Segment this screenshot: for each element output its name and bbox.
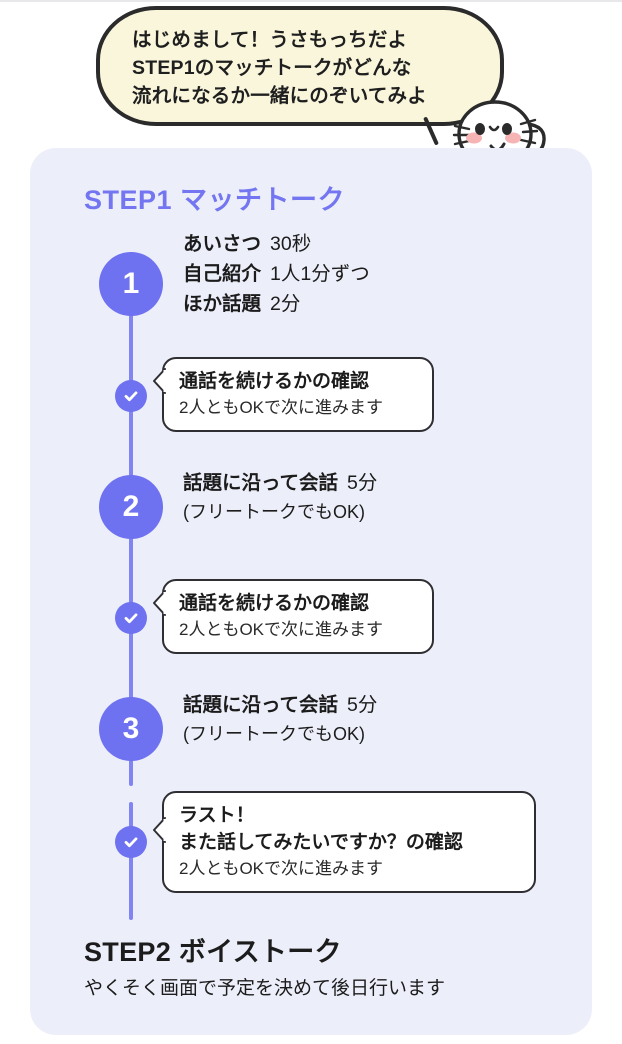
check-node-1[interactable] [115,380,147,412]
step-1-row-2-value: 2分 [270,293,301,315]
card-pointer-3 [152,817,167,843]
timeline-spine-2 [129,530,133,786]
step-1-row-2-label: ほか話題 [183,293,262,315]
step-1-row-1: 自己紹介 1人1分ずつ [183,259,370,289]
confirm-card-2: 通話を続けるかの確認 2人ともOKで次に進みます [153,579,434,654]
step-3-note: (フリートークでもOK) [183,724,365,744]
speech-bubble: はじめまして！うさもっちだよ STEP1のマッチトークがどんな 流れになるか一緒… [96,6,504,146]
step-2-row-0: 話題に沿って会話 5分 [183,468,377,498]
confirm-card-2-sub: 2人ともOKで次に進みます [179,620,384,639]
card-pointer-1 [152,368,167,394]
confirm-card-2-title: 通話を続けるかの確認 [179,593,370,614]
top-divider [0,0,622,2]
step-1-row-1-value: 1人1分ずつ [270,263,370,285]
step-2-row-0-value: 5分 [347,472,378,494]
step-2-details: 話題に沿って会話 5分 (フリートークでもOK) [183,468,377,526]
step2-title: STEP2 ボイストーク [84,937,342,967]
confirm-card-1-title: 通話を続けるかの確認 [179,371,370,392]
check-node-3[interactable] [115,826,147,858]
timeline-node-3[interactable]: 3 [99,697,163,761]
confirm-card-3: ラスト！ また話してみたいですか？の確認 2人ともOKで次に進みます [153,791,536,893]
step-1-row-0: あいさつ 30秒 [183,229,370,259]
step-3-details: 話題に沿って会話 5分 (フリートークでもOK) [183,690,377,748]
confirm-card-1-sub: 2人ともOKで次に進みます [179,398,384,417]
step1-title: STEP1 マッチトーク [84,185,346,215]
step-3-row-0-value: 5分 [347,694,378,716]
timeline-node-2[interactable]: 2 [99,475,163,539]
timeline-node-1[interactable]: 1 [99,252,163,316]
step-1-row-2: ほか話題 2分 [183,289,370,319]
check-icon [124,837,138,848]
step-3-row-0-label: 話題に沿って会話 [183,694,339,716]
check-node-2[interactable] [115,602,147,634]
step2-subtitle: やくそく画面で予定を決めて後日行います [84,978,446,999]
speech-bubble-body [96,6,504,126]
confirm-card-1: 通話を続けるかの確認 2人ともOKで次に進みます [153,357,434,432]
step-1-row-1-label: 自己紹介 [183,263,262,285]
confirm-card-3-sub: 2人ともOKで次に進みます [179,859,384,878]
step-2-note: (フリートークでもOK) [183,502,365,522]
timeline-spine-3 [129,802,133,920]
check-icon [124,613,138,624]
card-pointer-2 [152,590,167,616]
speech-bubble-text: はじめまして！うさもっちだよ STEP1のマッチトークがどんな 流れになるか一緒… [132,29,427,107]
step-2-row-0-label: 話題に沿って会話 [183,472,339,494]
step1-panel: STEP1 マッチトーク 1 あいさつ 30秒 自己紹介 1人1分ずつ ほか話題 2分… [30,148,592,1035]
step-1-details: あいさつ 30秒 自己紹介 1人1分ずつ ほか話題 2分 [183,229,370,319]
step-1-row-0-value: 30秒 [270,233,312,255]
confirm-card-3-title: ラスト！ また話してみたいですか？の確認 [179,805,463,853]
step-3-row-0: 話題に沿って会話 5分 [183,690,377,720]
check-icon [124,391,138,402]
step-1-row-0-label: あいさつ [183,233,262,255]
